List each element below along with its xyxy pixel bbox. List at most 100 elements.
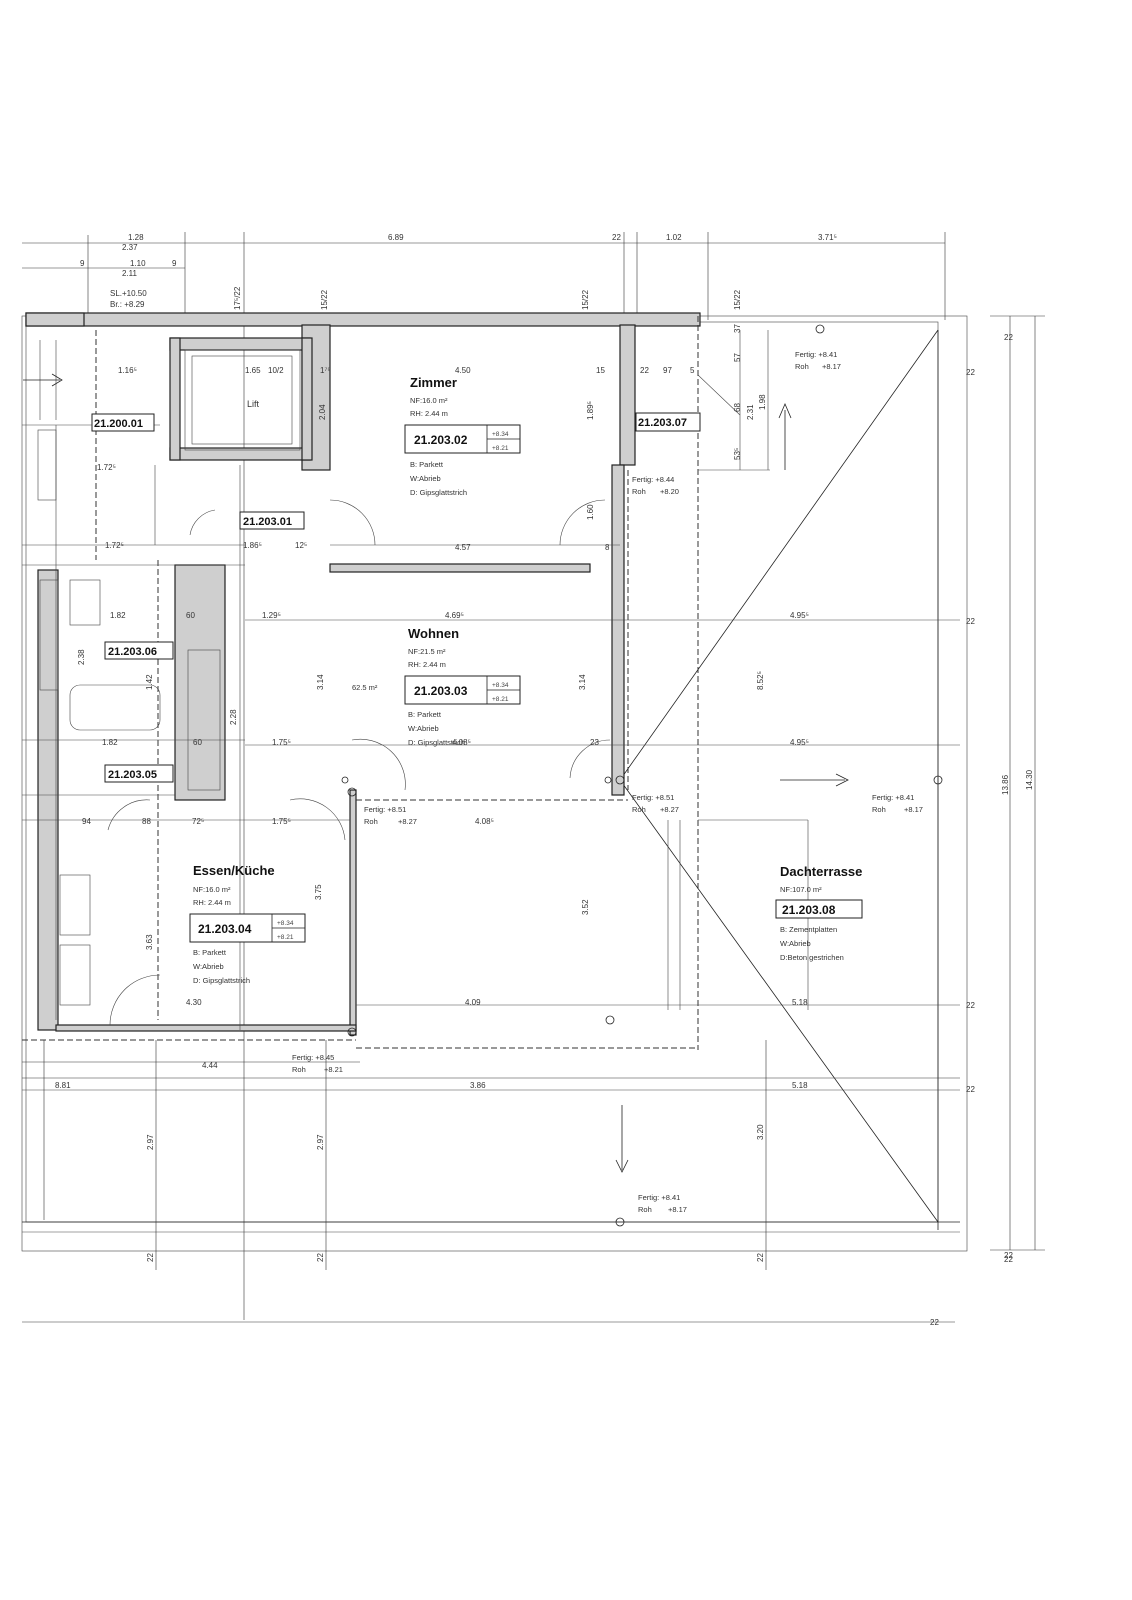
level-2-roh-value: +8.20 [660, 487, 679, 496]
level-6-fertig: Fertig: +8.45 [292, 1053, 334, 1062]
room-id-21-203-01: 21.203.01 [243, 516, 292, 528]
room-level-bottom-essen: +8.21 [277, 934, 294, 941]
dim-3-14-b: 3.14 [578, 674, 587, 690]
dim-3-52: 3.52 [581, 899, 590, 915]
dim-3-71: 3.71⁵ [818, 233, 837, 242]
dim-17-22: 17⁵/22 [233, 286, 242, 310]
room-id-wohnen: 21.203.03 [414, 684, 468, 698]
dim-22-r6: 22 [1004, 1251, 1013, 1260]
dim-1-98: 1.98 [758, 394, 767, 410]
room-dachterrasse: Dachterrasse NF:107.0 m² 21.203.08 B: Ze… [775, 864, 863, 962]
dim-8-81: 8.81 [55, 1081, 71, 1090]
level-3-fertig: Fertig: +8.51 [632, 793, 674, 802]
dim-22-b3: 22 [756, 1253, 765, 1262]
door-arcs [107, 499, 611, 1026]
level-5-fertig: Fertig: +8.41 [872, 793, 914, 802]
dim-1-82-b: 1.82 [102, 738, 118, 747]
room-name-dachterrasse: Dachterrasse [780, 864, 862, 879]
room-essen-kueche: Essen/Küche NF:16.0 m² RH: 2.44 m 21.203… [189, 863, 306, 985]
left-lines [22, 1040, 960, 1270]
dim-68: 68 [733, 403, 742, 412]
dim-2-04: 2.04 [318, 404, 327, 420]
room-id-essen: 21.203.04 [198, 922, 252, 936]
dim-4-08-a: 4.08⁵ [452, 738, 471, 747]
room-ceiling-zimmer: D: Gipsglattstrich [410, 488, 467, 497]
dim-23: 23 [590, 738, 599, 747]
level-6-roh-value: +8.21 [324, 1065, 343, 1074]
dim-4-50: 4.50 [455, 366, 471, 375]
dim-57: 57 [733, 353, 742, 362]
dim-1-72-b: 1.72⁵ [105, 541, 124, 550]
terrace-outline [21, 315, 968, 1252]
dim-22-r4: 22 [966, 1085, 975, 1094]
room-wall-zimmer: W:Abrieb [410, 474, 441, 483]
room-level-top-zimmer: +8.34 [492, 431, 509, 438]
dim-1-75-z: 1⁷⁵ [320, 366, 331, 375]
level-4-roh-value: +8.27 [398, 817, 417, 826]
dim-37: 37 [733, 324, 742, 333]
lift-label: Lift [247, 399, 260, 409]
dim-22-b1: 22 [146, 1253, 155, 1262]
level-5-roh-value: +8.17 [904, 805, 923, 814]
small-room-labels: 21.200.01 21.203.01 21.203.06 21.203.05 … [91, 399, 701, 783]
room-wall-essen: W:Abrieb [193, 962, 224, 971]
level-7-roh-value: +8.17 [668, 1205, 687, 1214]
level-notes: Fertig: +8.41 Roh +8.17 Fertig: +8.44 Ro… [292, 350, 923, 1214]
dim-1-29: 1.29⁵ [262, 611, 281, 620]
dim-3-14-a: 3.14 [316, 674, 325, 690]
room-name-zimmer: Zimmer [410, 375, 457, 390]
level-7-fertig: Fertig: +8.41 [638, 1193, 680, 1202]
total-area-label: 62.5 m² [352, 683, 378, 692]
dim-9-a: 9 [80, 259, 85, 268]
right-dimensions: 22 22 22 22 22 13.86 14.30 22 22 [22, 315, 1045, 1327]
dim-4-95-b: 4.95⁵ [790, 738, 809, 747]
dim-53: 53⁵ [733, 448, 742, 460]
dim-22-z: 22 [640, 366, 649, 375]
room-floor-essen: B: Parkett [193, 948, 227, 957]
dim-2-11: 2.11 [122, 269, 138, 278]
dim-97: 97 [663, 366, 672, 375]
dim-2-97-a: 2.97 [146, 1134, 155, 1150]
dim-15: 15 [596, 366, 605, 375]
level-3-roh: Roh [632, 805, 646, 814]
dim-22-top: 22 [612, 233, 621, 242]
room-id-dachterrasse: 21.203.08 [782, 903, 836, 917]
plan-dimensions: 4.50 15 22 97 5 1.89⁵ 2.04 1.60 4.57 8 1… [55, 286, 1013, 1264]
dim-1-82-a: 1.82 [110, 611, 126, 620]
dim-5-18-b: 5.18 [792, 1081, 808, 1090]
room-nf-dachterrasse: NF:107.0 m² [780, 885, 822, 894]
level-4-fertig: Fertig: +8.51 [364, 805, 406, 814]
level-1-fertig: Fertig: +8.41 [795, 350, 837, 359]
dim-88: 88 [142, 817, 151, 826]
dim-8-52: 8.52⁵ [756, 671, 765, 690]
room-nf-wohnen: NF:21.5 m² [408, 647, 446, 656]
level-5-roh: Roh [872, 805, 886, 814]
room-floor-dachterrasse: B: Zementplatten [780, 925, 837, 934]
room-ceiling-wohnen: D: Gipsglattstrich [408, 738, 465, 747]
room-wall-dachterrasse: W:Abrieb [780, 939, 811, 948]
dim-3-20: 3.20 [756, 1124, 765, 1140]
dim-6-89: 6.89 [388, 233, 404, 242]
room-id-zimmer: 21.203.02 [414, 433, 468, 447]
level-2-fertig: Fertig: +8.44 [632, 475, 674, 484]
room-id-21-203-07: 21.203.07 [638, 417, 687, 429]
dim-4-57: 4.57 [455, 543, 471, 552]
dim-60-a: 60 [186, 611, 195, 620]
dim-4-95-a: 4.95⁵ [790, 611, 809, 620]
room-floor-zimmer: B: Parkett [410, 460, 444, 469]
dim-2-97-b: 2.97 [316, 1134, 325, 1150]
slope-arrows [23, 373, 849, 1173]
dim-22-r3: 22 [966, 1001, 975, 1010]
dim-10-2: 10/2 [268, 366, 284, 375]
room-nf-essen: NF:16.0 m² [193, 885, 231, 894]
room-floor-wohnen: B: Parkett [408, 710, 442, 719]
dim-22-b4: 22 [1004, 1255, 1013, 1264]
room-level-bottom-wohnen: +8.21 [492, 696, 509, 703]
dim-3-63: 3.63 [145, 934, 154, 950]
dim-60-b: 60 [193, 738, 202, 747]
sl-label: SL.+10.50 [110, 289, 147, 298]
dim-4-69: 4.69⁵ [445, 611, 464, 620]
level-2-roh: Roh [632, 487, 646, 496]
dim-94: 94 [82, 817, 91, 826]
